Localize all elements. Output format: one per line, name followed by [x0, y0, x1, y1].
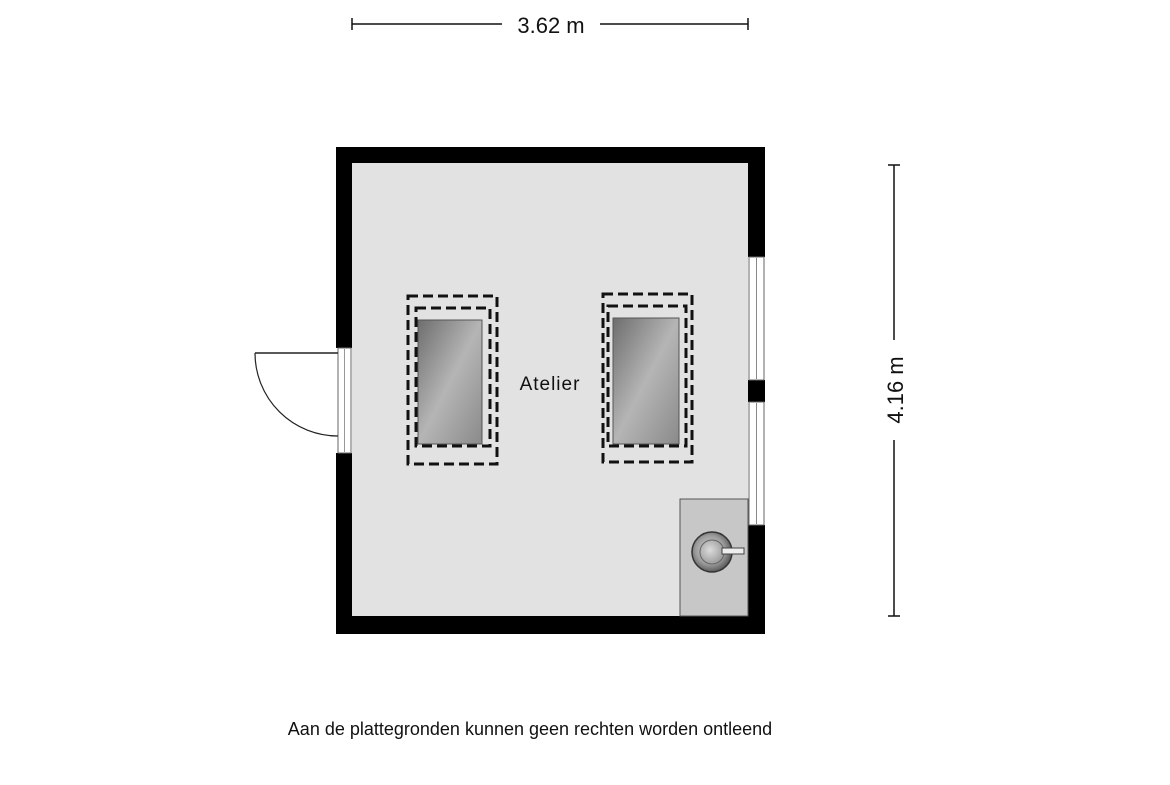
- width-dimension: 3.62 m: [351, 13, 749, 38]
- skylight-right: [601, 292, 694, 464]
- sink-area: [679, 498, 749, 617]
- wall-bottom: [336, 616, 765, 634]
- wall-right-upper: [748, 147, 765, 257]
- wall-right-lower: [748, 525, 765, 634]
- wall-left-upper: [336, 147, 352, 348]
- wall-right-mid: [748, 380, 765, 402]
- door-swing-arc: [254, 352, 339, 437]
- walls: [336, 147, 765, 634]
- door: [254, 347, 352, 454]
- wall-left-lower: [336, 453, 352, 634]
- room-label: Atelier: [520, 374, 581, 395]
- right-windows: [748, 256, 765, 526]
- width-label: 3.62 m: [517, 13, 584, 38]
- skylight-left: [406, 294, 499, 466]
- height-dimension: 4.16 m: [883, 164, 908, 617]
- disclaimer-text: Aan de plattegronden kunnen geen rechten…: [288, 719, 772, 739]
- faucet-icon: [721, 547, 745, 555]
- wall-top: [336, 147, 765, 163]
- height-label: 4.16 m: [883, 356, 908, 423]
